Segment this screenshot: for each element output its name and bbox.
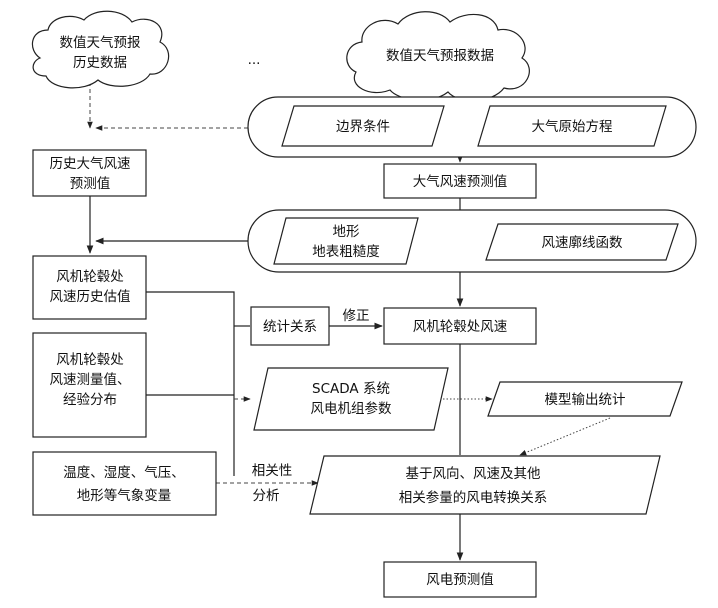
para-scada: SCADA 系统 风电机组参数 [253,367,449,431]
nwp-history-line-2: 历史数据 [73,55,127,71]
box-hub-history-estimate: 风机轮毂处 风速历史估值 [32,255,147,320]
terrain-line-2: 地表粗糙度 [312,244,380,260]
box-atm-wind-pred: 大气风速预测值 [383,163,537,199]
hub-history-est-line-2: 风速历史估值 [50,289,131,305]
wind-profile-shape [485,223,679,261]
hub-measured-line-1: 风机轮毂处 [56,352,124,368]
primitive-eq-shape [477,105,667,147]
boundary-shape [281,105,445,147]
pill-terrain-profile: 地形 地表粗糙度 风速廓线函数 [247,209,697,273]
box-met-vars: 温度、湿度、气压、 地形等气象变量 [32,451,217,516]
stat-relation-label: 统计关系 [263,319,317,335]
hub-measured-line-3: 经验分布 [63,392,117,408]
scada-line-1: SCADA 系统 [312,381,390,397]
hub-history-est-line-1: 风机轮毂处 [56,269,124,285]
hub-measured-line-2: 风速测量值、 [50,372,131,388]
cloud-nwp-data: 数值天气预报数据 [346,11,530,102]
box-stat-relation: 统计关系 [250,306,330,346]
correlation-line-2: 分析 [253,488,280,504]
primitive-eq-label: 大气原始方程 [532,119,613,135]
correlation-line-1: 相关性 [252,463,293,479]
arrow-stats-to-conversion [519,417,611,456]
box-power-prediction: 风电预测值 [383,561,537,598]
box-hub-wind: 风机轮毂处风速 [383,307,537,345]
hub-wind-label: 风机轮毂处风速 [413,319,508,335]
box-history-wind-pred: 历史大气风速 预测值 [32,149,147,197]
conversion-line-1: 基于风向、风速及其他 [406,465,541,482]
wind-profile-label: 风速廓线函数 [542,234,623,251]
correction-label: 修正 [343,308,370,324]
cloud-nwp-history: 数值天气预报 历史数据 [31,10,170,89]
boundary-label: 边界条件 [336,118,390,135]
para-conversion: 基于风向、风速及其他 相关参量的风电转换关系 [309,455,661,515]
box-hub-measured: 风机轮毂处 风速测量值、 经验分布 [32,332,147,438]
met-vars-line-2: 地形等气象变量 [77,487,172,504]
history-wind-pred-line-2: 预测值 [70,176,111,192]
model-stats-label: 模型输出统计 [545,392,626,408]
conversion-line-2: 相关参量的风电转换关系 [399,489,548,506]
atm-wind-pred-label: 大气风速预测值 [413,174,508,190]
ellipsis-label: ... [248,52,261,68]
para-model-stats: 模型输出统计 [487,381,683,417]
power-pred-label: 风电预测值 [426,572,494,588]
terrain-shape [273,217,419,265]
met-vars-line-1: 温度、湿度、气压、 [63,465,185,481]
nwp-data-label: 数值天气预报数据 [386,48,494,64]
history-wind-pred-line-1: 历史大气风速 [50,156,131,172]
scada-line-2: 风电机组参数 [311,400,392,417]
nwp-history-line-1: 数值天气预报 [60,35,141,51]
terrain-line-1: 地形 [333,224,360,240]
line-left-bus [146,291,235,476]
pill-boundary-primitive: 边界条件 大气原始方程 [247,96,697,158]
